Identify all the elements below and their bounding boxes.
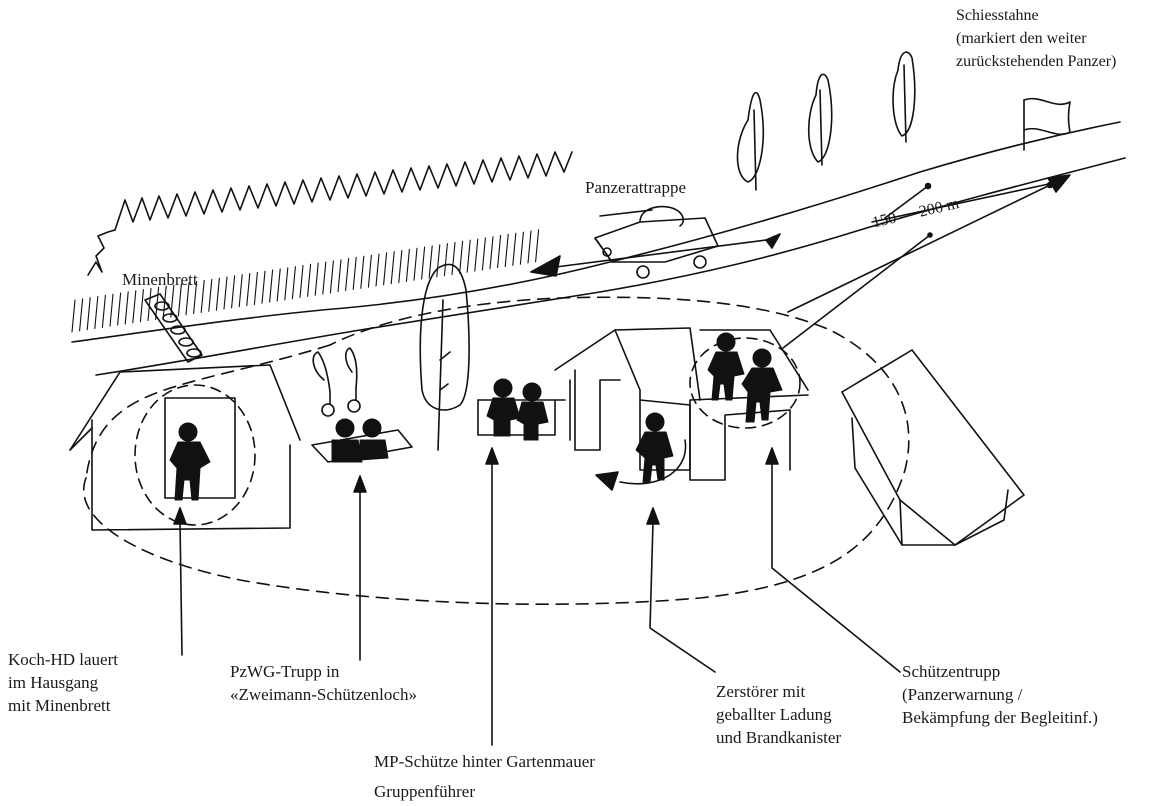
poplar-trees — [737, 52, 914, 190]
soldier-rifle-1 — [708, 333, 744, 400]
label-mine-board: Minenbrett — [122, 268, 198, 291]
soldier-pzwg-1 — [332, 419, 362, 462]
soldier-pzwg-2 — [360, 419, 388, 460]
forest-edge-zigzag — [88, 152, 572, 275]
soldier-mp-2 — [517, 383, 548, 440]
dashed-perimeter — [84, 297, 909, 604]
label-destroyer: Zerstörer mit geballter Ladung und Brand… — [716, 680, 841, 749]
label-riflemen: Schützentrupp (Panzerwarnung / Bekämpfun… — [902, 660, 1098, 729]
road — [72, 122, 1125, 375]
soldier-destroyer — [636, 413, 673, 482]
label-mp: MP-Schütze hinter Gartenmauer — [374, 750, 595, 773]
label-koch: Koch-HD lauert im Hausgang mit Minenbret… — [8, 648, 118, 717]
house-right — [842, 350, 1024, 545]
tank-dummy-icon — [595, 207, 718, 278]
soldier-koch — [170, 423, 210, 500]
label-pzwg: PzWG-Trupp in «Zweimann-Schützenloch» — [230, 660, 417, 706]
label-dummy-tank: Panzerattrappe — [585, 176, 686, 199]
label-leader: Gruppenführer — [374, 780, 475, 803]
soldier-mp-1 — [487, 379, 520, 436]
label-flag: Schiesstahne (markiert den weiter zurück… — [956, 4, 1116, 73]
